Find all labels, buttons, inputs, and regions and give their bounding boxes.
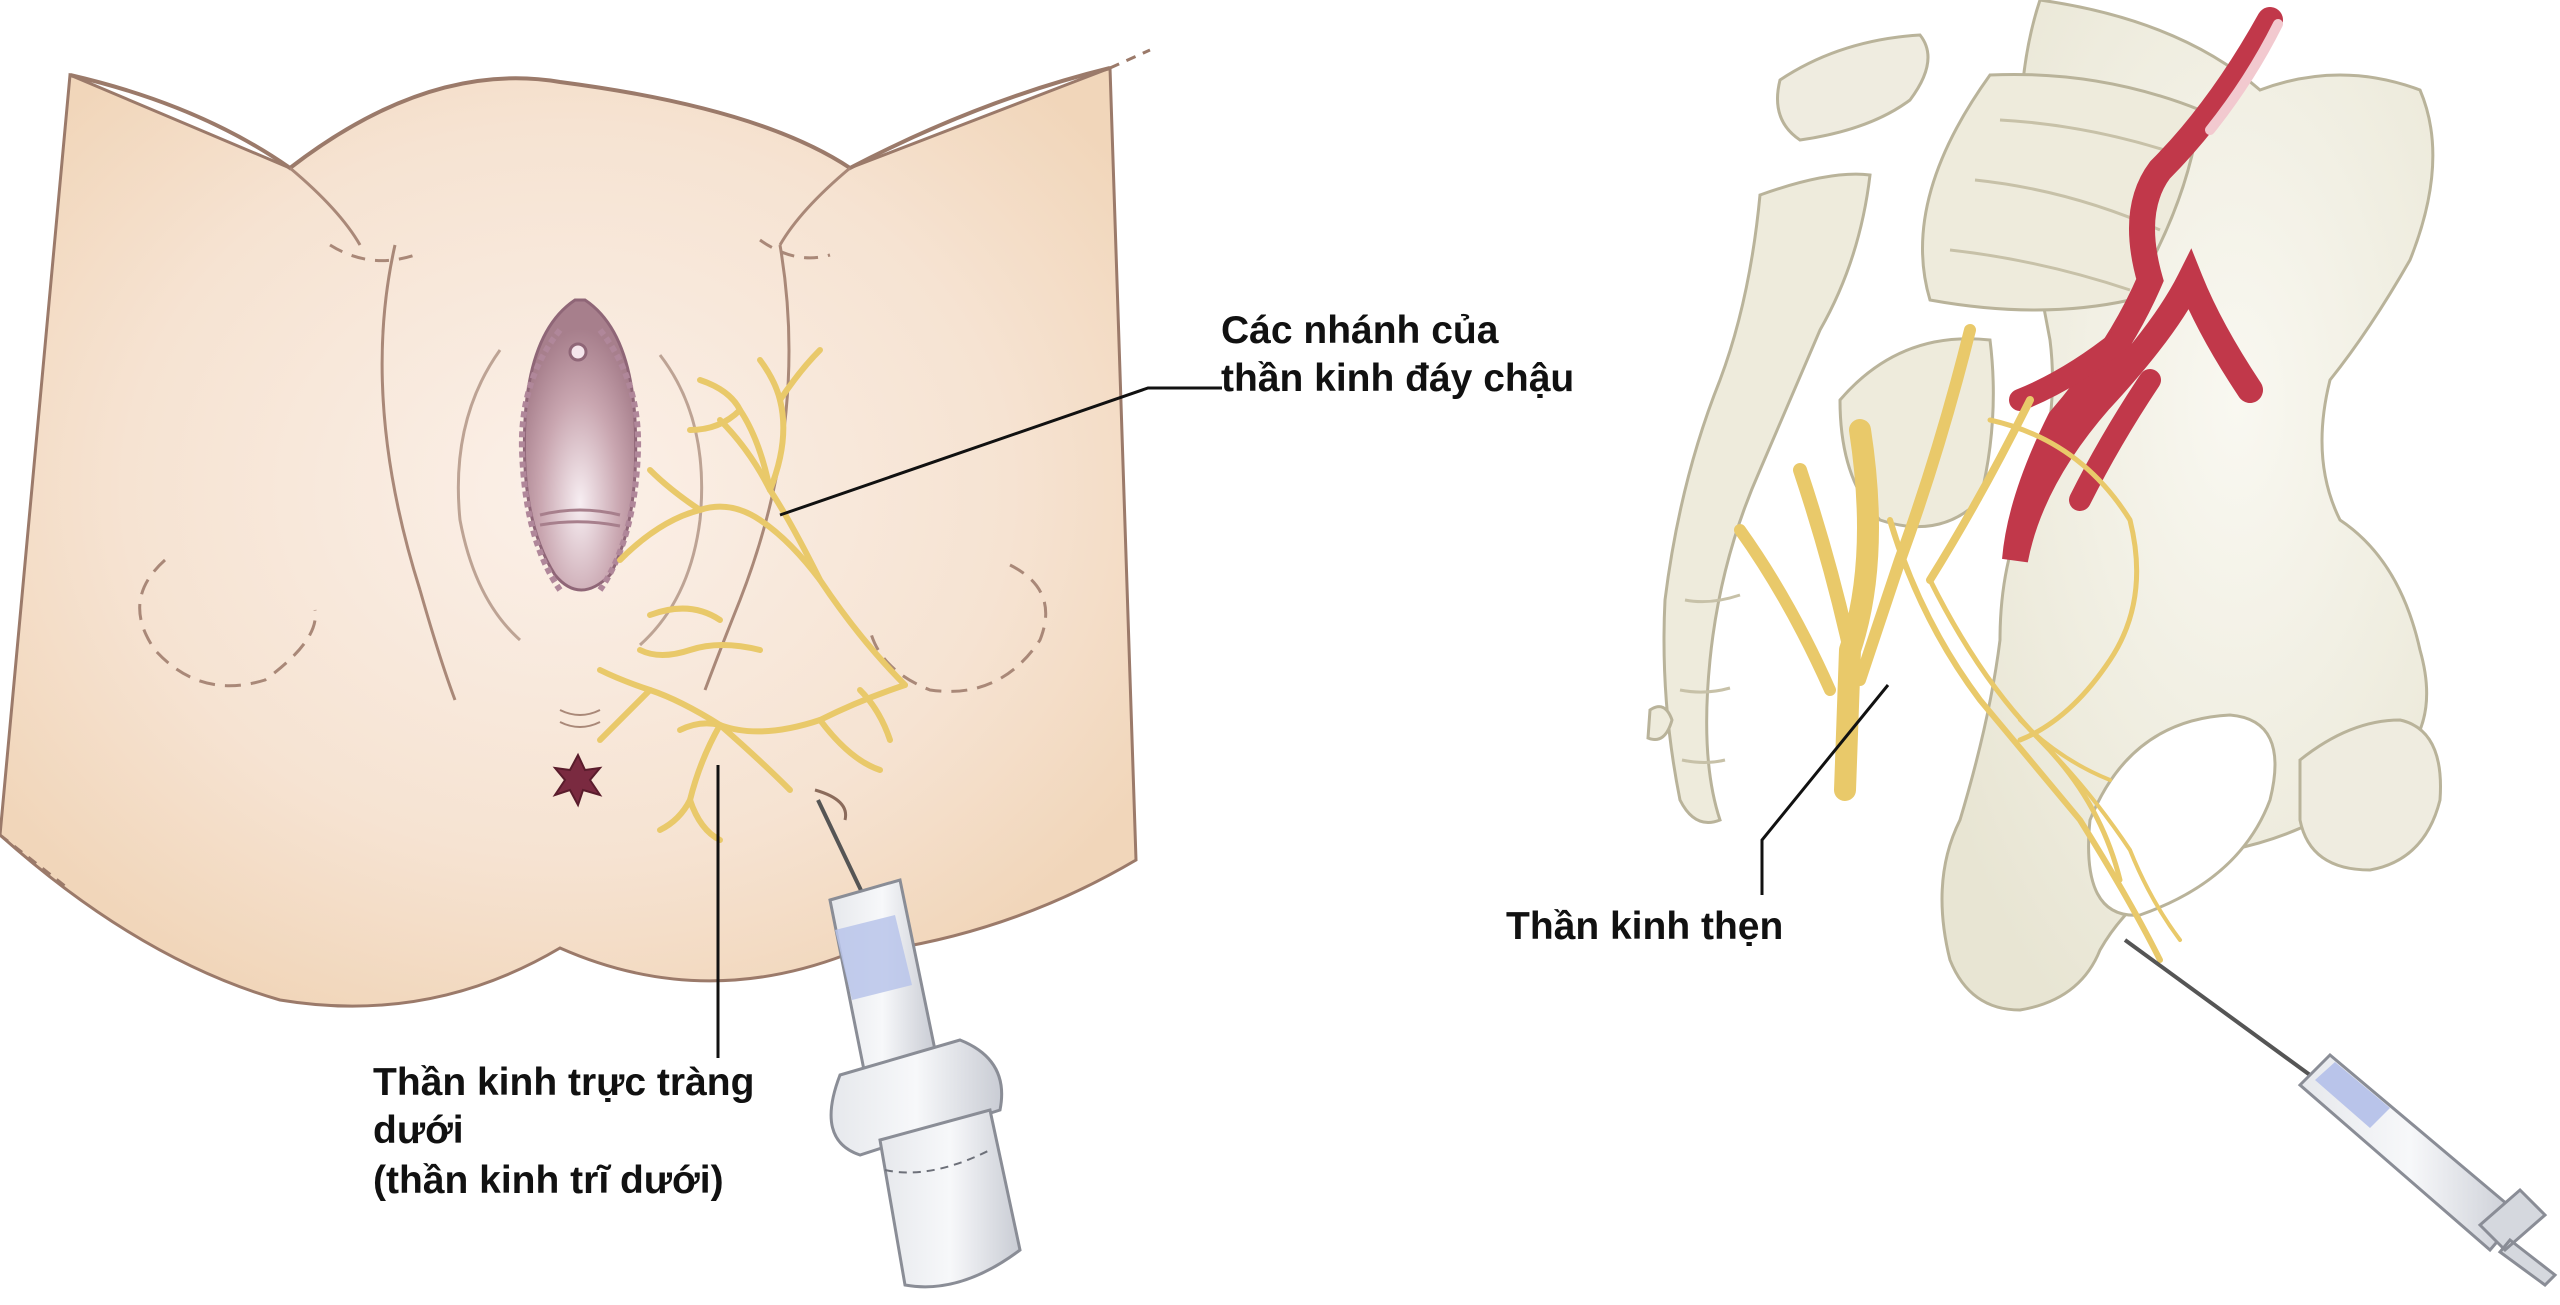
dashed-edge-right [1109,48,1151,70]
label-perineal-branches: Các nhánh của thần kinh đáy chậu [1221,309,1574,400]
ischial-right [868,563,1048,693]
needle-left [816,799,870,906]
coccyx-segments [1679,593,1741,764]
vaginal-lines [539,508,621,528]
upper-contour [69,66,1111,171]
thigh-curve-left [289,166,457,701]
perineal-body [559,709,601,728]
syringe-fluid-left [835,915,912,1000]
artery-highlight [2205,19,2283,135]
leader-lines [716,386,1890,1058]
syringe-barrel-left [878,1108,1022,1289]
label-inferior-rectal-line-2: dưới [373,1109,464,1152]
label-perineal-branches-line-2: thần kinh đáy chậu [1221,357,1574,400]
syringe-left [816,799,1022,1289]
pelvis-illustration [1646,0,2558,1287]
needle-entry-mark [814,788,848,821]
leader-pudendal [1760,684,1890,895]
dashed-edge-left [0,833,71,892]
small-bone [1646,705,1674,741]
label-pudendal-line-1: Thần kinh thẹn [1506,905,1783,948]
label-inferior-rectal-line-3: (thần kinh trĩ dưới) [373,1159,724,1202]
label-inferior-rectal: Thần kinh trực tràng dưới (thần kinh trĩ… [373,1061,765,1202]
ischial-left [138,558,317,688]
pudendal-nerve [1734,324,2182,963]
clitoris [568,342,588,362]
anus [552,752,603,808]
labia-outer-left [456,349,521,642]
pubic-ramus [2298,718,2442,872]
internal-iliac-artery [2002,7,2283,563]
label-pudendal: Thần kinh thẹn [1506,905,1783,948]
leader-perineal-branches [779,386,1222,517]
labia-minora [518,328,642,592]
coccyx-column [1662,172,1872,824]
needle-right [2123,938,2312,1077]
perineal-nerve-branches [597,347,908,843]
label-perineal-branches-line-1: Các nhánh của [1221,309,1499,352]
syringe-flange-right [2477,1187,2558,1287]
vertebra-fragment [1776,33,1930,142]
perineum-illustration [0,48,1151,1289]
artery-branch [2009,329,2161,511]
syringe-right [2123,938,2558,1287]
dash-fold-right [759,238,831,260]
syringe-dash-left [884,1149,991,1174]
syringe-fluid-right [2315,1062,2390,1128]
label-inferior-rectal-line-1: Thần kinh trực tràng [373,1061,754,1104]
dash-fold-left [329,243,416,263]
